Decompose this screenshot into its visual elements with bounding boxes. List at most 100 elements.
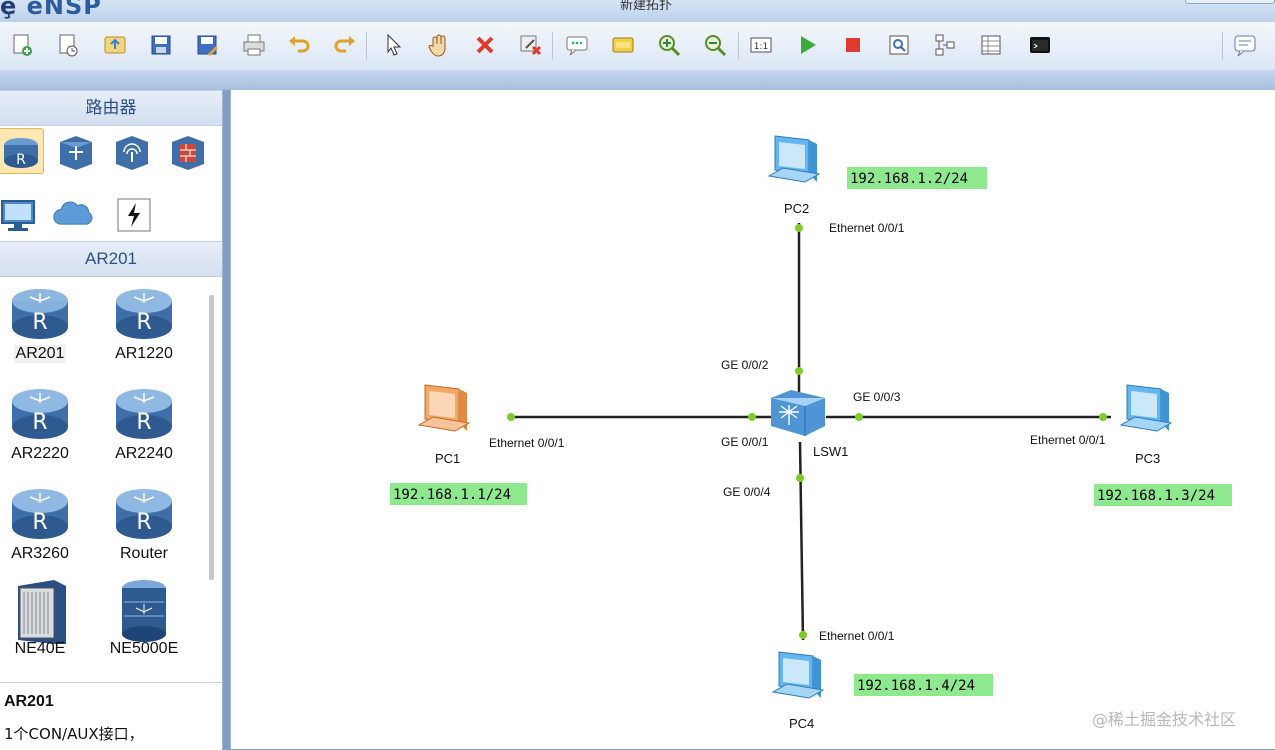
console-icon[interactable] <box>1025 30 1055 60</box>
play-icon[interactable] <box>792 30 822 60</box>
router-icon: R <box>116 389 172 439</box>
device-ne40e[interactable]: NE40E <box>0 578 90 678</box>
pc2-ip: 192.168.1.2/24 <box>850 171 968 187</box>
pc2-icon[interactable] <box>767 135 821 183</box>
device-label: AR2240 <box>115 445 173 462</box>
device-list-scrollbar[interactable] <box>209 295 214 580</box>
port-label-sw-pc2: GE 0/0/2 <box>721 358 769 372</box>
capture-icon[interactable] <box>884 30 914 60</box>
delete-icon[interactable] <box>470 30 500 60</box>
port-label-pc3: Ethernet 0/0/1 <box>1030 433 1106 447</box>
svg-text:R: R <box>136 410 151 435</box>
comment-icon[interactable] <box>1230 30 1260 60</box>
router-icon: R <box>12 389 68 439</box>
svg-text:R: R <box>136 310 151 335</box>
lsw1-label: LSW1 <box>813 444 848 459</box>
stop-icon[interactable] <box>838 30 868 60</box>
device-ar1220[interactable]: R AR1220 <box>94 285 194 385</box>
device-label: NE5000E <box>109 640 179 657</box>
device-ne5000e[interactable]: NE5000E <box>94 578 194 678</box>
svg-text:R: R <box>32 310 47 335</box>
device-ar3260[interactable]: R AR3260 <box>0 485 90 585</box>
new-lab-icon[interactable] <box>53 30 83 60</box>
title-bar: ȩ eNSP 新建拓扑 <box>0 0 1275 22</box>
save-icon[interactable] <box>146 30 176 60</box>
wireless-icon[interactable] <box>110 130 154 174</box>
ip-bg <box>1094 484 1232 506</box>
device-info-name: AR201 <box>4 693 54 710</box>
port-dot <box>796 474 804 482</box>
device-label: AR2220 <box>11 445 69 462</box>
pc1-ip: 192.168.1.1/24 <box>393 487 511 503</box>
chassis-icon <box>122 580 166 642</box>
port-label-pc4: Ethernet 0/0/1 <box>819 629 895 643</box>
table-icon[interactable] <box>976 30 1006 60</box>
zoom-in-icon[interactable] <box>654 30 684 60</box>
redo-icon[interactable] <box>330 30 360 60</box>
window-title: 新建拓扑 <box>620 0 673 12</box>
router-icon[interactable]: R <box>0 128 44 174</box>
pc2-label: PC2 <box>784 201 809 216</box>
port-label-pc1: Ethernet 0/0/1 <box>489 436 565 450</box>
device-ar2220[interactable]: R AR2220 <box>0 385 90 485</box>
chassis-icon <box>18 580 66 644</box>
device-label: Router <box>119 545 169 562</box>
port-dot <box>795 367 803 375</box>
device-router[interactable]: R Router <box>94 485 194 585</box>
palette-icon[interactable] <box>608 30 638 60</box>
pc4-ip: 192.168.1.4/24 <box>857 678 975 694</box>
device-label: AR1220 <box>115 345 173 362</box>
undo-icon[interactable] <box>284 30 314 60</box>
device-info: AR201 1个CON/AUX接口， <box>0 682 222 750</box>
port-dot <box>1099 413 1107 421</box>
port-label-sw-pc3: GE 0/0/3 <box>853 390 901 404</box>
toolbar-gutter <box>0 70 1275 90</box>
port-label-sw-pc1: GE 0/0/1 <box>721 435 769 449</box>
port-dot <box>507 413 515 421</box>
switch-lsw1[interactable] <box>771 390 825 436</box>
zoom-out-icon[interactable] <box>700 30 730 60</box>
pc3-ip: 192.168.1.3/24 <box>1097 488 1215 504</box>
svg-text:R: R <box>32 410 47 435</box>
print-icon[interactable] <box>239 30 269 60</box>
port-label-pc2: Ethernet 0/0/1 <box>829 221 905 235</box>
monitor-icon[interactable] <box>0 193 40 237</box>
hand-icon[interactable] <box>424 30 454 60</box>
open-folder-icon[interactable] <box>100 30 130 60</box>
pc1-icon[interactable] <box>417 384 471 432</box>
topology-icon[interactable] <box>930 30 960 60</box>
svg-text:1:1: 1:1 <box>754 42 768 52</box>
device-ar201[interactable]: R AR201 <box>0 285 90 385</box>
model-title: AR201 <box>0 241 222 277</box>
pointer-icon[interactable] <box>378 30 408 60</box>
ip-bg <box>854 674 993 696</box>
switch-icon[interactable] <box>54 130 98 174</box>
pc4-label: PC4 <box>789 716 814 731</box>
port-dot <box>799 631 807 639</box>
new-file-icon[interactable] <box>7 30 37 60</box>
router-icon: R <box>116 289 172 339</box>
router-icon: R <box>116 489 172 539</box>
pc3-label: PC3 <box>1135 451 1160 466</box>
cloud-icon[interactable] <box>52 193 96 237</box>
router-icon: R <box>12 489 68 539</box>
link-pc4-lsw1[interactable] <box>798 441 805 641</box>
port-dot <box>748 413 756 421</box>
svg-text:R: R <box>136 510 151 535</box>
topology-canvas[interactable]: PC1 PC2 PC3 PC4 LSW1 Ethernet 0/0/1 Ethe… <box>230 90 1275 749</box>
router-icon: R <box>12 289 68 339</box>
fit-icon[interactable]: 1:1 <box>746 30 776 60</box>
device-label: AR201 <box>13 345 67 363</box>
device-label: NE40E <box>14 640 66 657</box>
menu-strip[interactable] <box>1185 0 1275 4</box>
text-note-icon[interactable] <box>562 30 592 60</box>
lightning-icon[interactable] <box>112 193 156 237</box>
save-as-icon[interactable] <box>192 30 222 60</box>
pc3-icon[interactable] <box>1119 384 1173 432</box>
device-ar2240[interactable]: R AR2240 <box>94 385 194 485</box>
ip-bg <box>390 483 527 505</box>
pc4-icon[interactable] <box>771 651 825 699</box>
delete-link-icon[interactable] <box>516 30 546 60</box>
firewall-icon[interactable] <box>166 130 210 174</box>
